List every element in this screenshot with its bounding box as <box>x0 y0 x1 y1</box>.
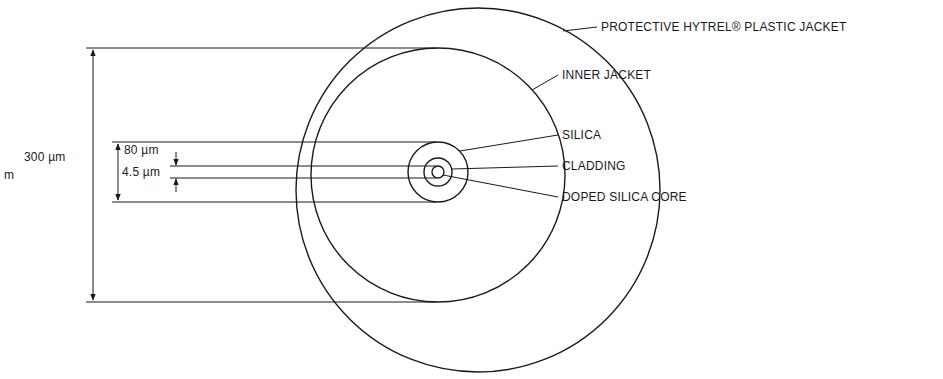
dimension-label: 80 µm <box>124 143 159 157</box>
part-label: INNER JACKET <box>562 68 651 82</box>
part-label: PROTECTIVE HYTREL® PLASTIC JACKET <box>601 20 847 34</box>
dimension-label: 300 µm <box>24 150 65 164</box>
inner-jacket <box>311 48 565 302</box>
silica-ring <box>408 142 468 202</box>
part-label: DOPED SILICA CORE <box>562 190 687 204</box>
dimension-label: 4.5 µm <box>122 165 160 179</box>
cladding-ring <box>424 158 452 186</box>
dimension-label: m <box>4 168 14 182</box>
dimension-lines <box>86 48 436 302</box>
part-label: SILICA <box>562 128 601 142</box>
part-label: CLADDING <box>562 159 626 173</box>
core-circle <box>432 166 444 178</box>
